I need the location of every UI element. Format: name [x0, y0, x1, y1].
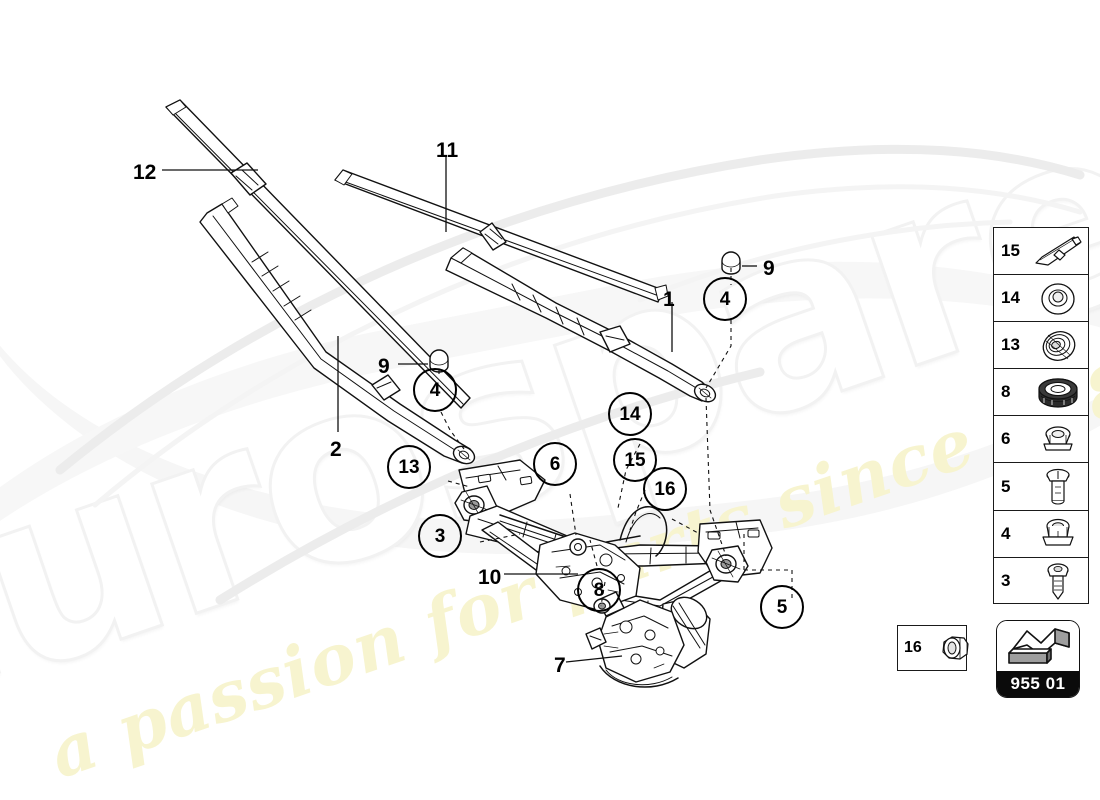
callout-label-1[interactable]: 1: [663, 288, 675, 311]
callout-bubble-8[interactable]: 8: [577, 568, 621, 612]
expanding-rivet-icon: [1027, 463, 1088, 509]
wedge-arrow-icon: [997, 621, 1079, 671]
flange-lock-nut-icon: [1027, 511, 1088, 557]
legend-row-15[interactable]: 15: [994, 228, 1088, 276]
wiper-arm-1: [445, 247, 717, 403]
bearing-ring-icon: [1027, 369, 1088, 415]
legend-row-number: 3: [1001, 571, 1011, 591]
roll-pin-icon: [1027, 228, 1088, 274]
parts-legend-table: 15 14 13 8 6 5 4 3: [993, 227, 1089, 604]
legend-row-3[interactable]: 3: [994, 558, 1088, 605]
callout-bubble-4[interactable]: 4: [703, 277, 747, 321]
callout-label-10[interactable]: 10: [478, 566, 502, 589]
legend-row-number: 5: [1001, 476, 1011, 496]
wiper-blade-segments-2: [251, 251, 312, 321]
callout-label-9[interactable]: 9: [763, 257, 775, 280]
callout-bubble-16[interactable]: 16: [643, 467, 687, 511]
wiper-arm-cap-9-right: [721, 251, 741, 275]
callout-label-9[interactable]: 9: [378, 355, 390, 378]
diagram-code-badge: 955 01: [996, 620, 1080, 698]
wiper-blade-12: [165, 99, 471, 409]
legend-row-8[interactable]: 8: [994, 369, 1088, 417]
diagram-code-text: 955 01: [997, 671, 1079, 697]
washer-disc-icon: [1027, 275, 1088, 321]
hex-collar-nut-icon: [928, 626, 969, 670]
legend-extra-number: 16: [904, 639, 922, 656]
legend-row-5[interactable]: 5: [994, 463, 1088, 511]
legend-row-6[interactable]: 6: [994, 416, 1088, 464]
flange-nut-icon: [1027, 416, 1088, 462]
conical-bushing-icon: [1027, 322, 1088, 368]
callout-bubble-4[interactable]: 4: [413, 368, 457, 412]
legend-row-number: 15: [1001, 241, 1020, 261]
wiper-blade-segments-1: [511, 283, 585, 336]
legend-row-14[interactable]: 14: [994, 275, 1088, 323]
callout-bubble-13[interactable]: 13: [387, 445, 431, 489]
leader-lines: [162, 155, 757, 663]
legend-extra-box-16: 16: [897, 625, 969, 671]
callout-label-11[interactable]: 11: [436, 139, 459, 162]
legend-row-number: 4: [1001, 523, 1011, 543]
callout-label-12[interactable]: 12: [133, 161, 157, 184]
wiper-arm-2: [199, 197, 476, 465]
callout-bubble-6[interactable]: 6: [533, 442, 577, 486]
callout-label-2[interactable]: 2: [330, 438, 342, 461]
legend-row-13[interactable]: 13: [994, 322, 1088, 370]
legend-row-number: 8: [1001, 382, 1011, 402]
callout-bubble-3[interactable]: 3: [418, 514, 462, 558]
legend-row-4[interactable]: 4: [994, 511, 1088, 558]
callout-dashed-connectors: [438, 268, 793, 607]
body-contour-group: [55, 144, 1085, 605]
legend-row-number: 14: [1001, 288, 1020, 308]
callout-bubble-5[interactable]: 5: [760, 585, 804, 629]
callout-bubble-14[interactable]: 14: [608, 392, 652, 436]
callout-label-7[interactable]: 7: [554, 654, 566, 677]
callout-bubble-15[interactable]: 15: [613, 438, 657, 482]
legend-row-number: 13: [1001, 335, 1020, 355]
wiper-blade-11: [334, 169, 669, 303]
torx-screw-icon: [1027, 558, 1088, 605]
legend-row-number: 6: [1001, 429, 1011, 449]
